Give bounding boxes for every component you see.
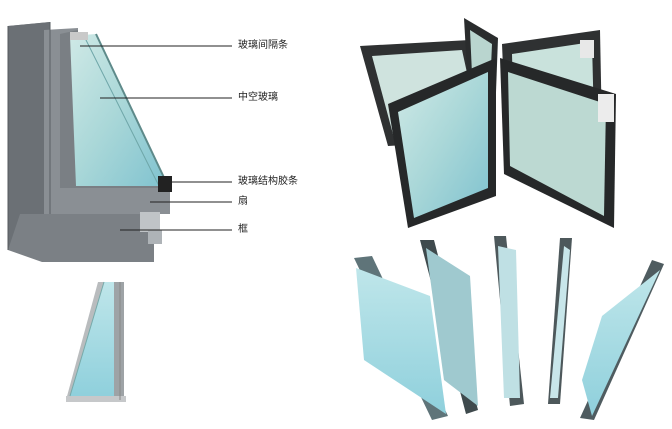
label-structural-strip: 玻璃结构胶条 <box>238 176 298 187</box>
glass-pane <box>70 34 168 186</box>
frame-section-diagram <box>7 22 172 262</box>
spacer-bar <box>70 32 88 40</box>
label-spacer: 玻璃间隔条 <box>238 40 288 51</box>
label-sash: 扇 <box>238 196 248 207</box>
label-frame: 框 <box>238 224 248 235</box>
callout-lines <box>80 45 232 231</box>
seal-strip <box>158 176 172 192</box>
label-hollow-glass: 中空玻璃 <box>238 92 278 103</box>
small-glass-pane <box>70 282 114 396</box>
glass-section-diagram <box>66 281 126 402</box>
laminated-glass-photo <box>354 236 664 420</box>
glass-units-photo <box>360 18 616 228</box>
